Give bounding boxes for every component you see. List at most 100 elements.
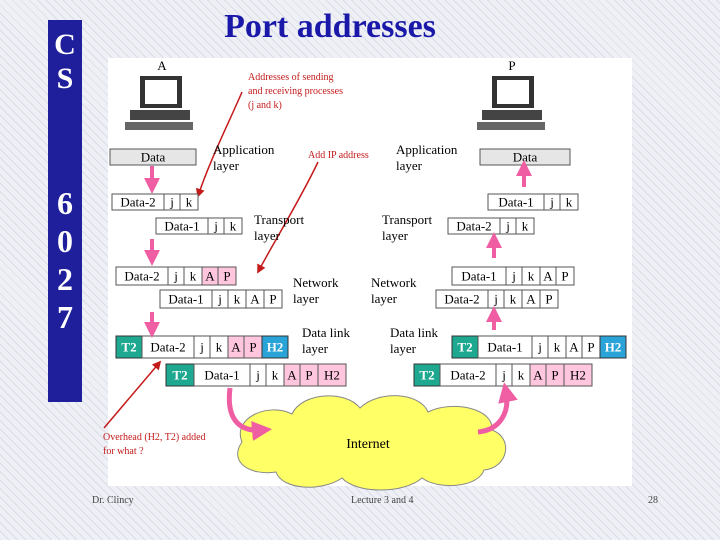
annotation-add-ip: Add IP address [308, 150, 369, 161]
datalink-left-a-t2-label: T2 [121, 340, 136, 355]
datalink-right-b-data2-label: Data-2 [450, 368, 485, 383]
course-digit: 0 [57, 223, 73, 259]
course-digit: 2 [57, 261, 73, 297]
course-letters: C S [52, 28, 78, 96]
datalink-right-b-h2-box [563, 363, 593, 387]
transport-right-b-k-box [515, 217, 535, 235]
course-letter: C [54, 28, 76, 61]
datalink-left-a-p-label: P [249, 340, 256, 355]
transport-right-a-j-label: j [549, 195, 554, 210]
network-right-a-data1-label: Data-1 [461, 269, 496, 284]
datalink-left-a-h2-box [261, 335, 289, 359]
network-left-a-k-label: k [190, 269, 197, 284]
app-left-data-label: Data [141, 150, 166, 165]
network-right-b-k-label: k [510, 292, 517, 307]
datalink-left-b-j-label: j [255, 368, 260, 383]
transport-right-b-k-label: k [522, 219, 529, 234]
internet-cloud [237, 395, 507, 491]
datalink-left-b-h2-label: H2 [324, 368, 340, 383]
transport-right-a-k-label: k [566, 195, 573, 210]
network-left-b-data1-label: Data-1 [168, 292, 203, 307]
internet-label: Internet [346, 437, 390, 452]
course-digit: 6 [57, 185, 73, 221]
network-left-a-data2-label: Data-2 [124, 269, 159, 284]
course-digit: 7 [57, 299, 73, 335]
network-right-b-a-label: A [526, 292, 536, 307]
slide-title: Port addresses [224, 8, 436, 45]
computer-icon-left [125, 76, 193, 130]
annotation-arrow-add-ip [257, 161, 319, 274]
course-letter: S [56, 62, 74, 95]
transport-left-a-k-label: k [186, 195, 193, 210]
network-right-b-j-label: j [493, 292, 498, 307]
transport-left-a-k-box [179, 193, 199, 211]
transport-left-b-j-label: j [213, 219, 218, 234]
datalink-right-b-p-label: P [551, 368, 558, 383]
datalink-right-a-data1-label: Data-1 [487, 340, 522, 355]
datalink-left-b-k-label: k [272, 368, 279, 383]
datalink-right-a-j-label: j [537, 340, 542, 355]
transport-right-a-data1-label: Data-1 [498, 195, 533, 210]
network-right-a-a-label: A [543, 269, 553, 284]
network-right-b-p-box [539, 289, 559, 309]
network-right-a-j-label: j [511, 269, 516, 284]
app-right-data-label: Data [513, 150, 538, 165]
network-left-b-k-label: k [234, 292, 241, 307]
datalink-left-a-data2-label: Data-2 [150, 340, 185, 355]
network-left-a-p-box [217, 266, 237, 286]
datalink-left-b-p-label: P [305, 368, 312, 383]
datalink-left-a-a-label: A [231, 340, 241, 355]
host-label-right: P [508, 58, 515, 73]
transport-left-a-data2-label: Data-2 [120, 195, 155, 210]
annotation-arrow-overhead [103, 360, 162, 429]
footer-page-number: 28 [648, 495, 658, 506]
network-left-b-p-label: P [269, 292, 276, 307]
network-right-b-p-label: P [545, 292, 552, 307]
footer-author: Dr. Clincy [92, 495, 134, 506]
annotation-arrow-addresses [196, 91, 243, 198]
network-left-b-p-box [263, 289, 283, 309]
flow-arrows [144, 160, 532, 338]
datalink-left-a-j-label: j [199, 340, 204, 355]
network-left-a-a-label: A [205, 269, 215, 284]
datalink-left-b-a-label: A [287, 368, 297, 383]
network-right-a-k-label: k [528, 269, 535, 284]
network-left-a-p-label: P [223, 269, 230, 284]
sidebar-band [48, 20, 82, 402]
transport-left-a-j-label: j [169, 195, 174, 210]
transport-right-b-data2-label: Data-2 [456, 219, 491, 234]
arrow-into-internet [226, 387, 272, 441]
datalink-right-a-p-label: P [587, 340, 594, 355]
datalink-right-a-h2-label: H2 [605, 340, 622, 355]
datalink-left-a-h2-label: H2 [267, 340, 284, 355]
transport-left-b-k-box [223, 217, 243, 235]
datalink-right-b-j-label: j [501, 368, 506, 383]
network-left-b-a-label: A [250, 292, 260, 307]
datalink-right-b-k-label: k [518, 368, 525, 383]
datalink-right-b-a-label: A [533, 368, 543, 383]
datalink-right-b-t2-label: T2 [419, 368, 434, 383]
datalink-left-b-data1-label: Data-1 [204, 368, 239, 383]
datalink-right-a-a-label: A [569, 340, 579, 355]
computer-icon-right [477, 76, 545, 130]
network-right-a-p-label: P [561, 269, 568, 284]
datalink-right-b-h2-label: H2 [570, 368, 586, 383]
datalink-right-a-t2-label: T2 [457, 340, 472, 355]
arrow-out-of-internet [477, 382, 518, 435]
transport-left-b-k-label: k [230, 219, 237, 234]
datalink-right-a-h2-box [599, 335, 627, 359]
network-left-a-j-label: j [173, 269, 178, 284]
host-label-left: A [157, 58, 167, 73]
transport-left-b-data1-label: Data-1 [164, 219, 199, 234]
network-right-a-p-box [555, 266, 575, 286]
footer-lecture: Lecture 3 and 4 [351, 495, 414, 506]
